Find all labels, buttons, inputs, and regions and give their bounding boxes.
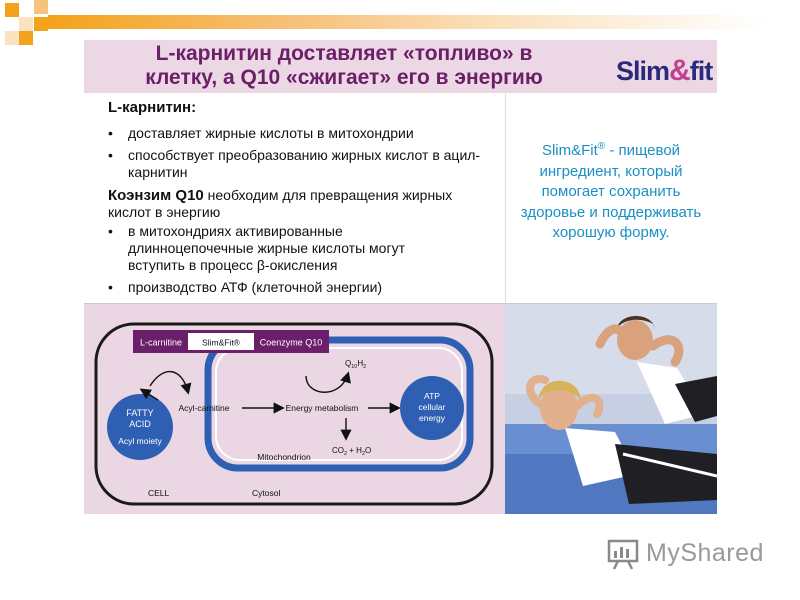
decor-square-2 bbox=[34, 0, 48, 14]
cell-diagram: L-carnitine Slim&Fit® Coenzyme Q10 FATTY… bbox=[84, 304, 505, 514]
decor-square-1 bbox=[5, 3, 19, 17]
title-band: L-карнитин доставляет «топливо» в клетку… bbox=[84, 40, 717, 93]
bullet-dot-icon: • bbox=[108, 223, 113, 239]
acyl-carnitine-text: Acyl-carnitine bbox=[178, 403, 229, 413]
arrow-icon bbox=[139, 388, 159, 401]
decor-square-3 bbox=[19, 17, 33, 31]
fatty-acid-text-2: ACID bbox=[129, 419, 151, 429]
slimfit-label: Slim&Fit® bbox=[202, 338, 241, 348]
co2-h2o-text: CO2 + H2O bbox=[332, 446, 371, 457]
watermark-text: MyShared bbox=[646, 539, 764, 567]
atp-text-2: cellular bbox=[419, 402, 446, 412]
slimfit-logo: Slim&fit bbox=[616, 48, 713, 88]
curved-arrow-icon bbox=[149, 370, 192, 395]
mitochondrion-label: Mitochondrion bbox=[257, 452, 311, 462]
side-description: Slim&Fit® - пищевой ингредиент, который … bbox=[520, 141, 702, 241]
fitness-photo-svg bbox=[505, 304, 717, 514]
fitness-photo bbox=[505, 304, 717, 514]
slide: L-карнитин доставляет «топливо» в клетку… bbox=[84, 40, 717, 514]
atp-text-3: energy bbox=[419, 413, 446, 423]
lcarnitine-label: L-carnitine bbox=[140, 338, 182, 348]
curved-arrow-icon bbox=[305, 371, 351, 393]
bullet-dot-icon: • bbox=[108, 147, 113, 163]
title-line-2: клетку, а Q10 «сжигает» его в энергию bbox=[145, 66, 543, 89]
mitochondrion-outer bbox=[204, 336, 474, 472]
acyl-moiety-text: Acyl moiety bbox=[118, 436, 162, 446]
cell-membrane bbox=[94, 322, 494, 506]
bullet-dot-icon: • bbox=[108, 125, 113, 141]
logo-text: Slim&fit bbox=[616, 54, 713, 87]
cell-diagram-svg: L-carnitine Slim&Fit® Coenzyme Q10 FATTY… bbox=[94, 322, 494, 506]
coq10-paragraph: Коэнзим Q10 необходим для превращения жи… bbox=[108, 187, 453, 220]
myshared-watermark: MyShared bbox=[606, 535, 766, 575]
coenzyme-label: Coenzyme Q10 bbox=[260, 338, 323, 348]
text-panel: L-карнитин: • доставляет жирные кислоты … bbox=[84, 93, 506, 303]
fatty-acid-circle bbox=[107, 394, 173, 460]
atp-circle bbox=[400, 376, 464, 440]
decor-square-6 bbox=[19, 31, 33, 45]
cell-label: CELL bbox=[148, 488, 170, 498]
presentation-board-icon bbox=[607, 539, 639, 570]
bullet-dot-icon: • bbox=[108, 279, 113, 295]
divider bbox=[84, 303, 717, 304]
decor-square-4 bbox=[34, 17, 48, 31]
fatty-acid-text: FATTY bbox=[126, 408, 153, 418]
energy-metabolism-text: Energy metabolism bbox=[286, 403, 359, 413]
cytosol-label: Cytosol bbox=[252, 488, 280, 498]
q10h2-text: Q10H2 bbox=[345, 359, 366, 370]
label-box-center bbox=[188, 333, 254, 350]
decor-square-5 bbox=[5, 31, 19, 45]
decor-top-bar bbox=[48, 15, 768, 29]
lcarnitine-heading: L-карнитин: bbox=[108, 99, 197, 116]
atp-text: ATP bbox=[424, 391, 440, 401]
slide-title: L-карнитин доставляет «топливо» в клетку… bbox=[84, 42, 604, 90]
side-panel: Slim&Fit® - пищевой ингредиент, который … bbox=[505, 93, 717, 303]
title-line-1: L-карнитин доставляет «топливо» в bbox=[155, 42, 533, 65]
